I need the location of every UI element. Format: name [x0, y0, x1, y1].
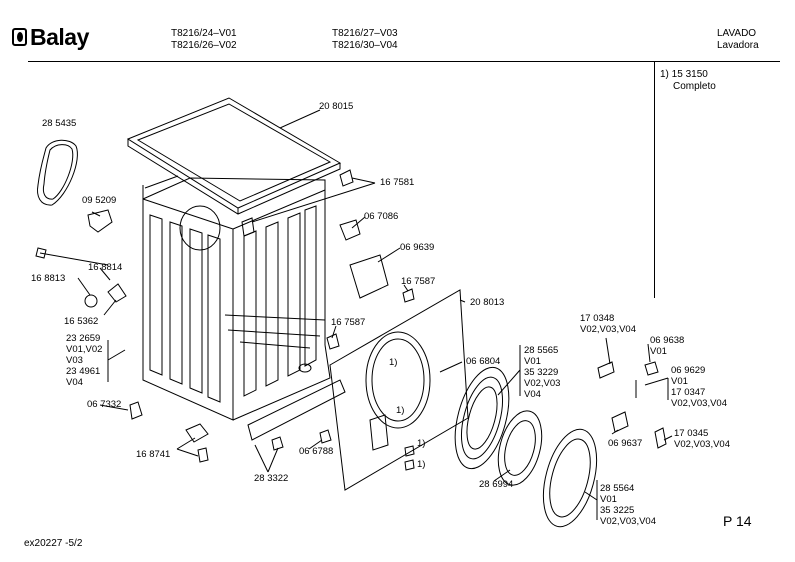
- ref-mark: 1): [396, 405, 405, 416]
- note: 1) 15 3150 Completo: [660, 69, 716, 92]
- label-168741: 16 8741: [136, 449, 171, 460]
- small-parts: [35, 169, 415, 463]
- label-067332: 06 7332: [87, 399, 122, 410]
- label-095209: 09 5209: [82, 195, 117, 206]
- document-code: ex20227 -5/2: [24, 538, 83, 549]
- ref-mark: 1): [417, 438, 426, 449]
- models-col1: T8216/24–V01 T8216/26–V02: [171, 28, 237, 51]
- label-069637: 06 9637: [608, 438, 643, 449]
- label-285435: 28 5435: [42, 118, 77, 129]
- label-208013: 20 8013: [470, 297, 505, 308]
- label-170348: 17 0348 V02,V03,V04: [580, 313, 636, 335]
- header-rule: [28, 61, 780, 62]
- label-285564: 28 5564 V01 35 3225 V02,V03,V04: [600, 483, 656, 527]
- page-number: P 14: [723, 513, 752, 529]
- label-066804: 06 6804: [466, 356, 501, 367]
- label-283322: 28 3322: [254, 473, 289, 484]
- label-168814: 16 8814: [88, 262, 123, 273]
- label-208015: 20 8015: [319, 101, 354, 112]
- cabinet: [142, 175, 331, 421]
- label-232659: 23 2659 V01,V02 V03 23 4961 V04: [66, 333, 103, 388]
- front-panel: [329, 289, 469, 491]
- models-col2: T8216/27–V03 T8216/30–V04: [332, 28, 398, 51]
- door-rings: [454, 366, 598, 528]
- note-divider: [654, 61, 655, 298]
- gasket: [37, 139, 78, 206]
- top-cover: [126, 97, 342, 215]
- label-285565: 28 5565 V01 35 3229 V02,V03 V04: [524, 345, 561, 400]
- label-069639: 06 9639: [400, 242, 435, 253]
- label-167587a: 16 7587: [401, 276, 436, 287]
- label-167587b: 16 7587: [331, 317, 366, 328]
- label-066788: 06 6788: [299, 446, 334, 457]
- brand-logo: Balay: [12, 24, 89, 51]
- leader-lines: [77, 109, 673, 520]
- latch-parts: [597, 361, 667, 449]
- ref-mark: 1): [389, 357, 398, 368]
- label-069629: 06 9629 V01 17 0347 V02,V03,V04: [671, 365, 727, 409]
- label-170345: 17 0345 V02,V03,V04: [674, 428, 730, 450]
- label-067086: 06 7086: [364, 211, 399, 222]
- label-167581: 16 7581: [380, 177, 415, 188]
- category: LAVADO Lavadora: [717, 28, 759, 51]
- label-168813: 16 8813: [31, 273, 66, 284]
- balay-logo-icon: [12, 28, 27, 46]
- label-286994: 28 6994: [479, 479, 514, 490]
- ref-mark: 1): [417, 459, 426, 470]
- label-165362: 16 5362: [64, 316, 99, 327]
- plinth-bar: [247, 379, 346, 441]
- label-069638: 06 9638 V01: [650, 335, 685, 357]
